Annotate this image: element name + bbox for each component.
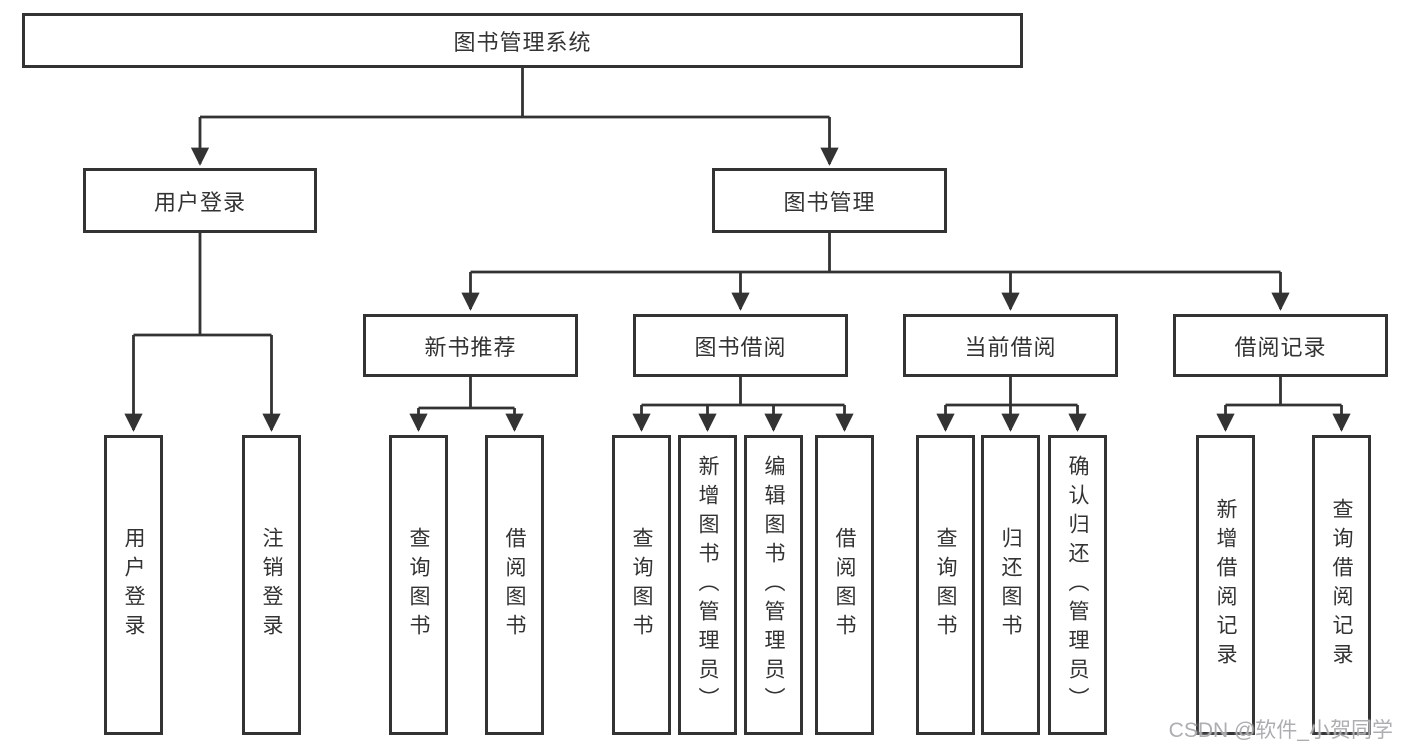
node-label: 新增借阅记录	[1214, 498, 1237, 672]
node-borrow-record: 借阅记录	[1173, 314, 1388, 377]
node-leaf-recommend-query-books: 查询图书	[389, 435, 448, 735]
node-label: 查询图书	[630, 527, 653, 643]
node-label: 编辑图书（管理员）	[762, 454, 785, 716]
node-book-borrow: 图书借阅	[633, 314, 848, 377]
node-leaf-borrow-query-books: 查询图书	[612, 435, 671, 735]
node-leaf-user-login: 用户登录	[104, 435, 163, 735]
node-label: 当前借阅	[964, 334, 1057, 360]
csdn-watermark: CSDN @软件_小贺同学	[1168, 719, 1393, 742]
node-leaf-current-query-books: 查询图书	[916, 435, 975, 735]
node-new-book-recommend: 新书推荐	[363, 314, 578, 377]
node-label: 新增图书（管理员）	[696, 454, 719, 716]
node-leaf-query-borrow-record: 查询借阅记录	[1312, 435, 1371, 735]
node-label: 确认归还（管理员）	[1066, 454, 1089, 716]
node-label: 归还图书	[999, 527, 1022, 643]
node-label: 借阅图书	[833, 527, 856, 643]
node-label: 用户登录	[122, 527, 145, 643]
node-label: 新书推荐	[424, 334, 517, 360]
node-label: 借阅记录	[1234, 334, 1327, 360]
node-label: 图书借阅	[694, 334, 787, 360]
node-label: 用户登录	[153, 189, 246, 215]
node-label: 查询图书	[934, 527, 957, 643]
node-current-borrow: 当前借阅	[903, 314, 1118, 377]
node-leaf-edit-books-admin: 编辑图书（管理员）	[744, 435, 803, 735]
node-leaf-add-borrow-record: 新增借阅记录	[1196, 435, 1255, 735]
node-label: 注销登录	[260, 527, 283, 643]
node-leaf-recommend-borrow-books: 借阅图书	[485, 435, 544, 735]
node-book-management: 图书管理	[712, 168, 947, 233]
node-leaf-borrow-books: 借阅图书	[815, 435, 874, 735]
node-label: 查询借阅记录	[1330, 498, 1353, 672]
node-label: 图书管理	[783, 189, 876, 215]
node-leaf-add-books-admin: 新增图书（管理员）	[678, 435, 737, 735]
node-library-management-system: 图书管理系统	[22, 13, 1023, 68]
node-label: 借阅图书	[503, 527, 526, 643]
node-label: 图书管理系统	[453, 29, 592, 55]
node-leaf-return-books: 归还图书	[981, 435, 1040, 735]
node-leaf-confirm-return-admin: 确认归还（管理员）	[1048, 435, 1107, 735]
node-label: 查询图书	[407, 527, 430, 643]
node-leaf-logout: 注销登录	[242, 435, 301, 735]
node-user-login: 用户登录	[83, 168, 317, 233]
